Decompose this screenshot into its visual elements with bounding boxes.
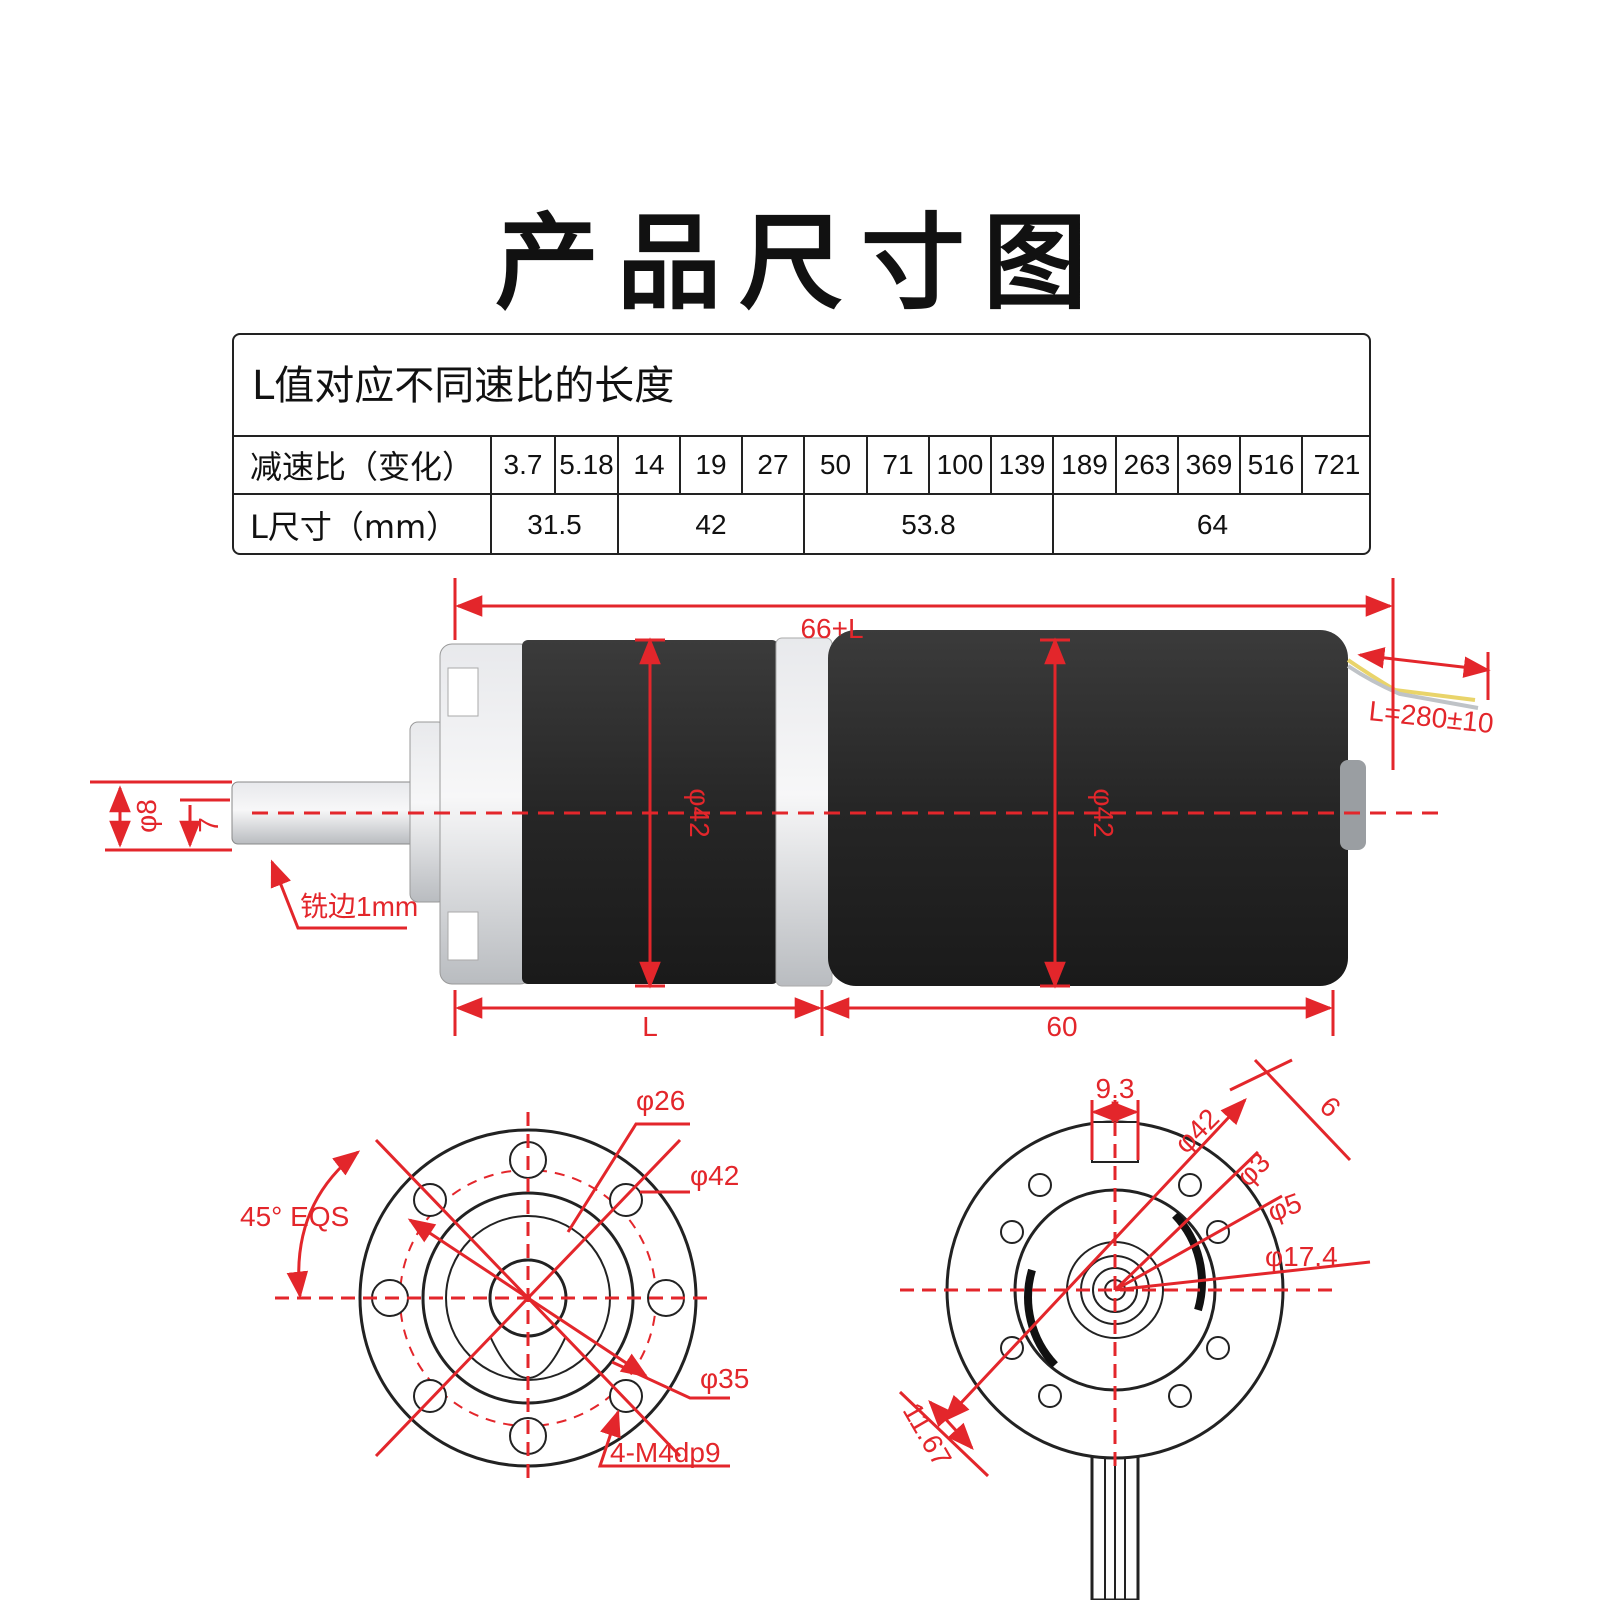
rear-hole	[1000, 1220, 1024, 1244]
rear-dim-1167-label: 11.67	[897, 1398, 958, 1472]
shaft-flat-label: 7	[193, 817, 224, 833]
length-cell: 31.5	[490, 495, 617, 553]
ratio-row: 减速比（变化） 3.7 5.18 14 19 27 50 71 100 139 …	[234, 435, 1369, 493]
ratio-cell: 50	[803, 437, 866, 493]
flange-notch	[447, 911, 479, 961]
screw-hole	[609, 1379, 643, 1413]
motor-body	[828, 630, 1348, 986]
rear-hole	[1038, 1384, 1062, 1408]
motor-length-label: 60	[1046, 1011, 1077, 1042]
page-title: 产品尺寸图	[494, 202, 1105, 324]
front-dia-42-label: φ42	[690, 1160, 739, 1191]
front-dia-35-label: φ35	[700, 1363, 749, 1394]
screw-hole	[609, 1183, 643, 1217]
front-dia-26-label: φ26	[636, 1085, 685, 1116]
ratio-cell: 71	[866, 437, 928, 493]
motor-rear-boss	[1340, 760, 1366, 850]
ratio-cell: 27	[741, 437, 803, 493]
ratio-cell: 263	[1115, 437, 1177, 493]
screw-hole	[413, 1379, 447, 1413]
ratio-cell: 19	[679, 437, 741, 493]
ratio-cell: 3.7	[490, 437, 554, 493]
ratio-cell: 100	[928, 437, 990, 493]
gearbox-length-label: L	[642, 1011, 658, 1042]
rear-dia-174-label: φ17.4	[1265, 1241, 1338, 1272]
length-cell: 42	[617, 495, 803, 553]
ratio-cell: 14	[617, 437, 679, 493]
motor-side-view	[231, 630, 1479, 987]
rear-dim-6-label: 6	[1314, 1090, 1347, 1123]
rear-width-label: 9.3	[1096, 1073, 1135, 1104]
cable-length-label: L=280±10	[1367, 695, 1495, 739]
ratio-length-table: L值对应不同速比的长度 减速比（变化） 3.7 5.18 14 19 27 50…	[232, 333, 1371, 555]
ratio-cell: 5.18	[554, 437, 617, 493]
ratio-cell: 516	[1239, 437, 1301, 493]
flat-note-label: 铣边1mm	[300, 891, 418, 922]
total-length-label: 66+L	[800, 613, 863, 644]
ratio-cell: 721	[1301, 437, 1369, 493]
length-cell: 53.8	[803, 495, 1052, 553]
rear-dimension-lines	[898, 1058, 1371, 1478]
rear-hole	[1168, 1384, 1192, 1408]
front-dimension-lines	[275, 1112, 730, 1484]
rear-hole	[1178, 1173, 1202, 1197]
cable-wires	[1346, 664, 1479, 710]
front-thread-label: 4-M4dp9	[610, 1437, 721, 1468]
motor-diameter-label: φ42	[1088, 788, 1119, 837]
screw-hole	[413, 1183, 447, 1217]
gearbox-diameter-label: φ42	[684, 788, 715, 837]
front-angle-label: 45° EQS	[240, 1201, 349, 1232]
shaft-diameter-label: φ8	[131, 799, 162, 833]
ratio-cell: 369	[1177, 437, 1239, 493]
rear-hole	[1028, 1173, 1052, 1197]
rear-hole	[1206, 1336, 1230, 1360]
table-caption: L值对应不同速比的长度	[252, 363, 675, 409]
length-cell: 64	[1052, 495, 1369, 553]
flange-notch	[447, 667, 479, 717]
length-row: L尺寸（mm） 31.5 42 53.8 64	[234, 493, 1369, 553]
ratio-cell: 139	[990, 437, 1052, 493]
side-dimension-lines	[90, 578, 1491, 1036]
ratio-cell: 189	[1052, 437, 1115, 493]
ratio-row-label: 减速比（变化）	[250, 448, 475, 486]
length-row-label: L尺寸（mm）	[250, 508, 459, 546]
